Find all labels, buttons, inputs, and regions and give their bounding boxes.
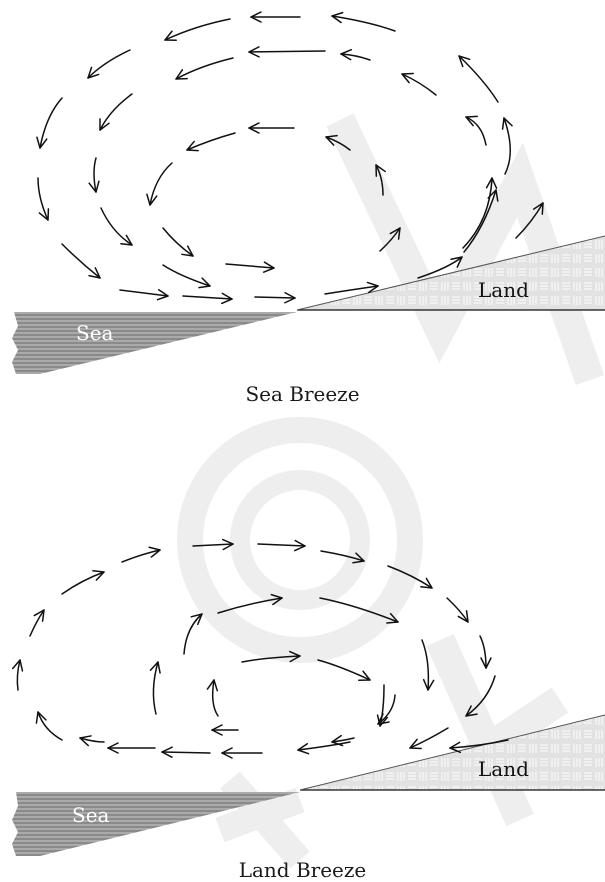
arrow-top-20 [100, 207, 133, 246]
arrow-bot-31 [449, 739, 509, 754]
land-label: Land [478, 278, 529, 302]
arrow-bot-27 [317, 659, 371, 682]
arrow-top-31 [146, 162, 173, 206]
arrow-top-24 [462, 177, 498, 249]
sea-breeze-caption: Sea Breeze [245, 382, 360, 406]
arrow-bot-26 [241, 650, 301, 663]
arrow-top-09 [254, 292, 296, 304]
arrow-top-22 [225, 261, 275, 273]
arrow-top-16 [248, 46, 326, 58]
arrow-top-04 [36, 97, 63, 149]
arrow-bot-14 [79, 735, 105, 747]
arrow-bot-29 [206, 679, 219, 717]
land-breeze-circulation-arrows [11, 538, 509, 759]
arrow-bot-09 [409, 727, 449, 750]
arrow-top-17 [175, 57, 234, 80]
arrow-top-03 [87, 49, 131, 79]
arrow-top-27 [340, 48, 371, 61]
arrow-bot-21 [421, 639, 435, 691]
land-label: Land [478, 757, 529, 781]
arrow-top-12 [463, 189, 499, 253]
arrow-top-33 [325, 134, 351, 151]
arrow-bot-19 [217, 593, 283, 614]
sea-breeze-panel: Sea Land [12, 11, 605, 374]
arrow-top-15 [331, 11, 396, 32]
arrow-top-02 [164, 18, 231, 42]
arrow-top-13 [501, 117, 513, 175]
arrow-top-08 [182, 292, 233, 305]
arrow-bot-23 [149, 661, 161, 715]
arrow-bot-04 [320, 550, 365, 564]
sea-wedge [12, 792, 300, 856]
arrow-bot-11 [29, 609, 45, 637]
arrow-top-18 [99, 93, 133, 131]
land-breeze-panel: Sea Land [11, 538, 605, 856]
arrow-top-34 [375, 164, 386, 196]
arrow-top-11 [417, 256, 463, 279]
arrow-bot-18 [297, 741, 351, 755]
arrow-top-26 [401, 72, 437, 96]
land-slope-line [296, 235, 605, 311]
sea-label: Sea [72, 803, 110, 827]
arrow-bot-02 [192, 538, 234, 551]
arrow-top-10 [324, 281, 379, 295]
arrow-bot-16 [161, 746, 211, 758]
arrow-bot-30 [331, 734, 355, 747]
arrow-top-06 [61, 243, 101, 279]
arrow-bot-07 [479, 635, 492, 669]
arrow-bot-05 [387, 565, 433, 589]
arrow-top-25 [465, 115, 487, 146]
arrow-bot-08 [465, 675, 496, 717]
arrow-top-23 [379, 227, 401, 252]
arrow-bot-12 [11, 659, 24, 691]
arrow-bot-25 [377, 694, 396, 725]
arrow-top-07 [119, 289, 169, 301]
arrow-bot-22 [183, 613, 203, 655]
sea-label: Sea [76, 321, 114, 345]
arrow-bot-13 [35, 711, 63, 741]
arrow-bot-28 [376, 684, 389, 727]
arrow-bot-01 [121, 546, 161, 563]
arrow-bot-20 [319, 597, 399, 624]
sea-wedge [12, 312, 297, 374]
arrow-bot-10 [61, 569, 105, 595]
arrow-top-05 [37, 177, 50, 221]
land-breeze-caption: Land Breeze [238, 858, 367, 882]
arrow-bot-06 [446, 597, 469, 623]
arrow-top-14 [458, 55, 499, 103]
sea-breeze-circulation-arrows [36, 11, 544, 305]
arrow-top-32 [162, 227, 194, 257]
arrow-top-21 [162, 264, 211, 289]
arrow-top-30 [186, 132, 236, 152]
arrow-bot-03 [257, 539, 306, 552]
arrow-top-19 [88, 157, 100, 193]
arrow-top-28 [515, 202, 544, 239]
